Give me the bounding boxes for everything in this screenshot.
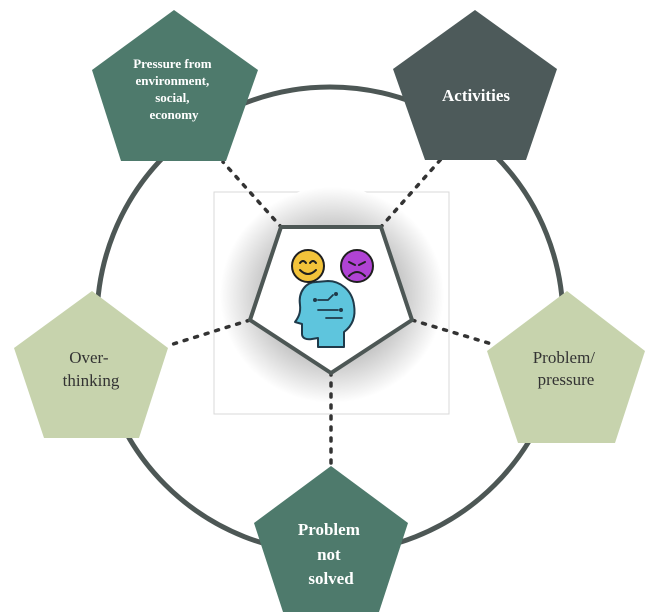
svg-text:Over- thinking: Over- thinking bbox=[63, 348, 120, 390]
happy-face-icon bbox=[291, 249, 325, 283]
node-problem-not-solved-shape bbox=[254, 466, 408, 612]
node-problem-not-solved-line-3: solved bbox=[308, 569, 354, 588]
svg-text:Activities: Activities bbox=[442, 86, 510, 105]
node-overthinking-line-1: Over- bbox=[69, 348, 109, 367]
circuit-node bbox=[339, 308, 343, 312]
svg-text:Problem/ pressure: Problem/ pressure bbox=[533, 348, 600, 389]
sad-face-icon bbox=[340, 249, 374, 283]
svg-text:Pressure from environmen: Pressure from environment, social, econo… bbox=[133, 56, 215, 122]
connector-overthinking bbox=[168, 318, 252, 347]
node-problem-not-solved-line-1: Problem bbox=[298, 520, 360, 539]
mental-health-head-icon bbox=[291, 249, 374, 348]
node-overthinking-line-2: thinking bbox=[63, 371, 120, 390]
svg-text:Problem not solved: Problem not solved bbox=[298, 520, 364, 588]
head-silhouette bbox=[294, 280, 356, 348]
node-problem-pressure: Problem/ pressure bbox=[487, 291, 645, 443]
node-problem-pressure-line-1: Problem/ bbox=[533, 348, 596, 367]
node-overthinking: Over- thinking bbox=[14, 291, 168, 438]
node-pressure-line-4: economy bbox=[149, 107, 199, 122]
node-problem-pressure-line-2: pressure bbox=[538, 370, 595, 389]
connector-pressure bbox=[221, 160, 284, 230]
connector-problem-pressure bbox=[410, 318, 497, 347]
node-pressure-line-1: Pressure from bbox=[133, 56, 212, 71]
node-problem-not-solved: Problem not solved bbox=[254, 466, 408, 612]
node-pressure-shape bbox=[92, 10, 258, 161]
node-activities-line-1: Activities bbox=[442, 86, 510, 105]
node-activities-shape bbox=[393, 10, 557, 160]
node-problem-not-solved-line-2: not bbox=[317, 545, 341, 564]
circuit-node bbox=[313, 298, 317, 302]
connector-activities bbox=[378, 156, 444, 230]
node-problem-pressure-shape bbox=[487, 291, 645, 443]
node-pressure-line-2: environment, bbox=[135, 73, 209, 88]
circuit-node bbox=[334, 292, 338, 296]
node-pressure: Pressure from environment, social, econo… bbox=[92, 10, 258, 161]
node-overthinking-shape bbox=[14, 291, 168, 438]
node-activities: Activities bbox=[393, 10, 557, 160]
node-pressure-line-3: social, bbox=[155, 90, 189, 105]
brain-circuit bbox=[317, 294, 343, 319]
